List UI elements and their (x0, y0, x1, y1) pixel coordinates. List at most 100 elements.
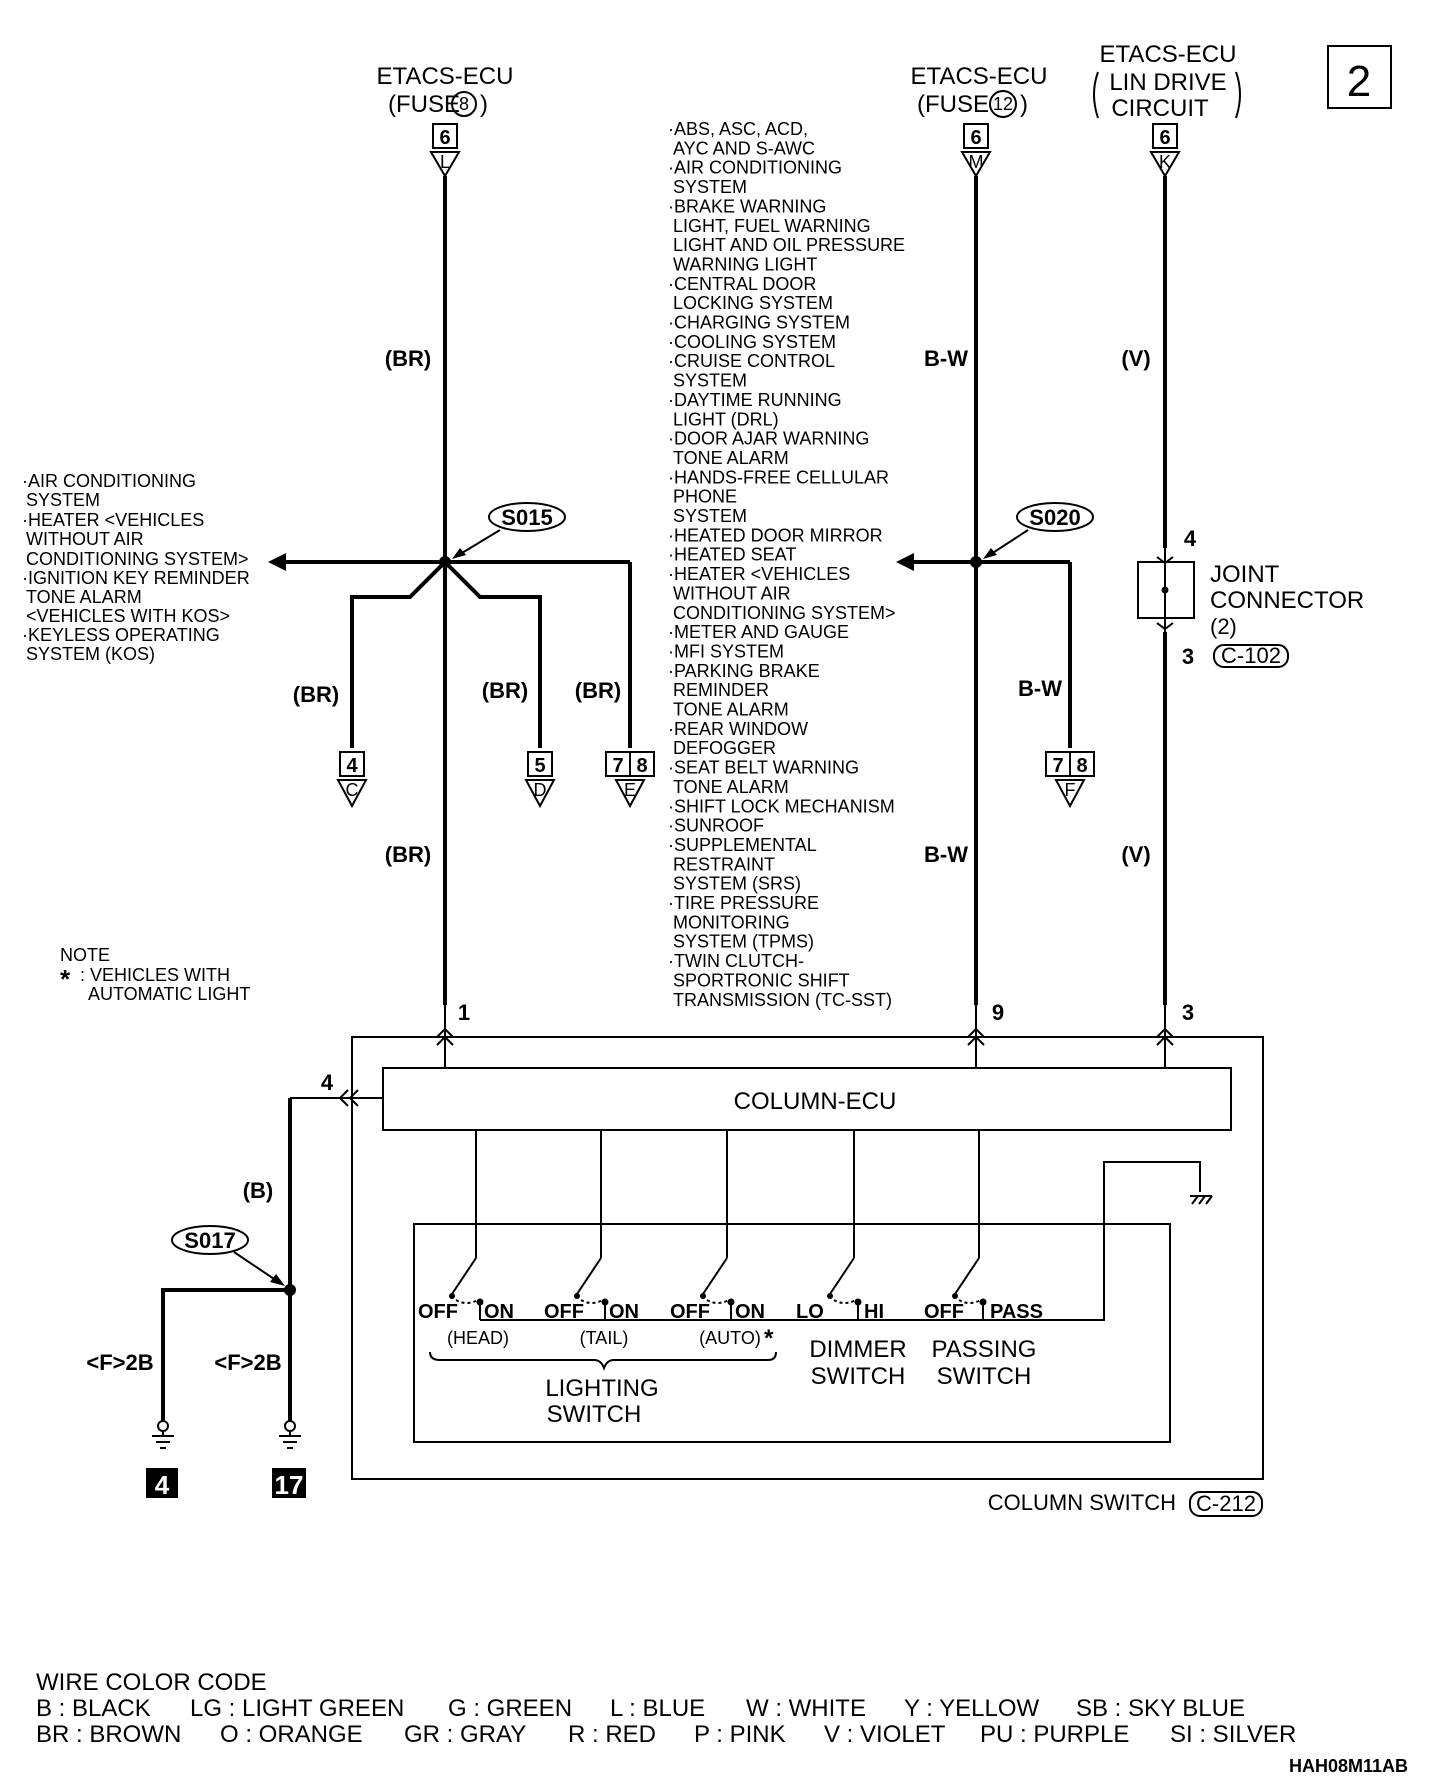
center-system-line: ·BRAKE WARNING (668, 196, 826, 216)
branch-connector-f: 7 8 F (1045, 751, 1095, 809)
center-systems-list: ·ABS, ASC, ACD,AYC AND S-AWC·AIR CONDITI… (668, 119, 905, 1010)
auto-on: ON (735, 1301, 765, 1323)
s020-label: S020 (1029, 505, 1080, 530)
center-system-line: SYSTEM (673, 371, 747, 391)
head-on: ON (484, 1301, 514, 1323)
center-system-line: REMINDER (673, 680, 769, 700)
center-system-line: ·METER AND GAUGE (668, 622, 849, 642)
color-code-entry: L : BLUE (610, 1695, 705, 1722)
fuse8-circle (451, 91, 477, 117)
center-system-line: ·TIRE PRESSURE (668, 893, 819, 913)
br-main-bottom-label: (BR) (385, 842, 431, 867)
passing-off: OFF (924, 1301, 964, 1323)
passing-label-1: PASSING (932, 1336, 1037, 1363)
conn-e-label: E (624, 780, 636, 800)
center-system-line: ·HEATED DOOR MIRROR (668, 525, 883, 545)
head-switch: OFF ON (HEAD) (418, 1250, 514, 1348)
page-number-box: 2 (1327, 45, 1392, 109)
center-system-line: LIGHT, FUEL WARNING (673, 216, 871, 236)
br-right-label: (BR) (575, 678, 621, 703)
dimmer-lo: LO (796, 1301, 824, 1323)
passing-pass: PASS (990, 1301, 1043, 1323)
center-system-line: ·DOOR AJAR WARNING (668, 429, 869, 449)
page-number: 2 (1347, 57, 1371, 106)
tail-name: (TAIL) (580, 1328, 629, 1348)
source-lin-line3: CIRCUIT (1111, 95, 1209, 122)
center-system-line: ·SUNROOF (668, 816, 764, 836)
fuse12-conn: M (969, 152, 984, 172)
center-system-line: SYSTEM (TPMS) (673, 932, 814, 952)
center-system-line: ·TWIN CLUTCH- (668, 951, 804, 971)
dimmer-label-2: SWITCH (811, 1363, 906, 1390)
br-mid-label: (BR) (482, 678, 528, 703)
source-fuse12-paren-open: (FUSE (917, 91, 989, 118)
pin-4-label: 4 (321, 1070, 334, 1095)
fuse12-circle (989, 90, 1017, 118)
column-switch: COLUMN-ECU 1 9 3 4 (290, 1000, 1264, 1517)
joint-connector-code: C-102 (1221, 643, 1281, 668)
ground-17-icon (279, 1420, 301, 1449)
source-lin-title: ETACS-ECU (1100, 41, 1237, 68)
fuse8-pin: 6 (439, 127, 450, 149)
conn-d-label: D (534, 780, 547, 800)
s017-splice-dot (284, 1284, 296, 1296)
column-switch-outline (351, 1036, 1264, 1480)
center-system-line: SPORTRONIC SHIFT (673, 970, 850, 990)
color-code-entry: SI : SILVER (1170, 1721, 1296, 1748)
ground-circuit: (B) S017 <F>2B <F>2B 4 17 (86, 1098, 306, 1500)
bw-branch-label: B-W (1018, 676, 1062, 701)
s017-label: S017 (184, 1228, 235, 1253)
auto-name: (AUTO) (699, 1328, 761, 1348)
color-code-entry: B : BLACK (36, 1695, 151, 1722)
center-system-line: ·AIR CONDITIONING (668, 158, 842, 178)
bw-top-label: B-W (924, 346, 968, 371)
color-code-entry: P : PINK (694, 1721, 786, 1748)
center-system-line: ·SUPPLEMENTAL (668, 835, 817, 855)
center-system-line: ·ABS, ASC, ACD, (668, 119, 808, 139)
fuse8-conn: L (440, 152, 450, 172)
pin-3-label: 3 (1182, 1000, 1194, 1025)
center-system-line: AYC AND S-AWC (673, 138, 815, 158)
note-star: * (60, 964, 71, 994)
color-code-entry: G : GREEN (448, 1695, 572, 1722)
left-system-line: ·KEYLESS OPERATING (22, 625, 220, 645)
column-ecu-label: COLUMN-ECU (734, 1088, 897, 1115)
color-code-entry: PU : PURPLE (980, 1721, 1129, 1748)
center-system-line: SYSTEM (673, 506, 747, 526)
fuse12-number: 12 (993, 94, 1013, 114)
left-system-line: ·IGNITION KEY REMINDER (22, 568, 250, 588)
joint-pin-top: 4 (1184, 526, 1197, 551)
passing-label-2: SWITCH (937, 1363, 1032, 1390)
note-line1: : VEHICLES WITH (80, 965, 230, 985)
source-lin-line2: LIN DRIVE (1109, 69, 1226, 96)
s015-label: S015 (501, 505, 552, 530)
s020-tag (1016, 502, 1094, 532)
passing-switch: OFF PASS PASSING SWITCH (924, 1250, 1043, 1390)
center-system-line: ·PARKING BRAKE (668, 661, 820, 681)
center-system-line: ·CHARGING SYSTEM (668, 313, 850, 333)
center-system-line: ·COOLING SYSTEM (668, 332, 836, 352)
color-code-entry: LG : LIGHT GREEN (190, 1695, 404, 1722)
v-top-label: (V) (1121, 346, 1150, 371)
center-system-line: ·HEATED SEAT (668, 545, 796, 565)
conn-c-pin: 4 (346, 755, 358, 777)
center-system-line: DEFOGGER (673, 738, 776, 758)
branch-connector-e: 7 8 E (605, 751, 655, 809)
ground-17-conn: <F>2B (214, 1350, 281, 1375)
v-wire-group: (V) (V) 4 3 JOINT CONNECTOR (2) C-102 (1121, 176, 1364, 1005)
left-system-line: SYSTEM (KOS) (26, 644, 155, 664)
tail-on: ON (609, 1301, 639, 1323)
ground-17-number: 17 (275, 1470, 304, 1500)
pin-1-label: 1 (458, 1000, 470, 1025)
branch-connector-d: 5 D (524, 751, 556, 809)
center-system-line: ·REAR WINDOW (668, 719, 808, 739)
left-system-line: CONDITIONING SYSTEM> (26, 549, 249, 569)
br-left-label: (BR) (293, 682, 339, 707)
dimmer-switch: LO HI DIMMER SWITCH (796, 1250, 907, 1390)
lighting-label-1: LIGHTING (545, 1375, 658, 1402)
source-fuse8-paren-open: (FUSE (388, 91, 460, 118)
center-system-line: TONE ALARM (673, 777, 789, 797)
center-system-line: MONITORING (673, 912, 790, 932)
center-system-line: CONDITIONING SYSTEM> (673, 603, 896, 623)
fuse12-pin: 6 (970, 127, 981, 149)
